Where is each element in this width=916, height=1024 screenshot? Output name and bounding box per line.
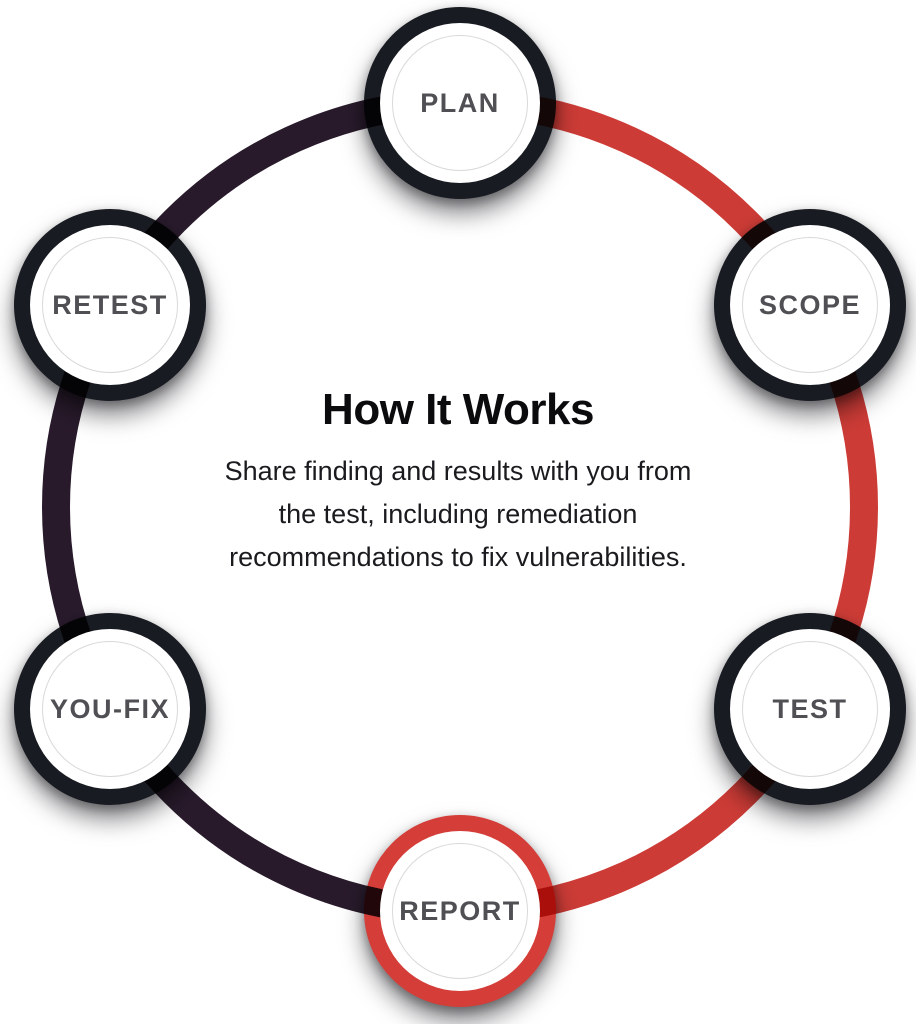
diagram-title: How It Works [322,385,594,434]
node-face: YOU-FIX [30,629,190,789]
step-label: PLAN [420,87,500,118]
subtitle-line: Share finding and results with you from [224,456,692,486]
step-label: REPORT [399,895,521,926]
center-text-block: How It Works Share finding and results w… [0,388,916,579]
node-face: PLAN [380,23,540,183]
step-node-test: TEST [714,613,906,805]
step-node-scope: SCOPE [714,209,906,401]
diagram-subtitle: Share finding and results with you from … [178,450,738,579]
subtitle-line: recommendations to fix vulnerabilities. [229,542,687,572]
node-face: TEST [730,629,890,789]
step-label: TEST [772,693,848,724]
step-node-youfix: YOU-FIX [14,613,206,805]
node-face: REPORT [380,831,540,991]
step-node-retest: RETEST [14,209,206,401]
step-label: RETEST [52,289,168,320]
step-label: YOU-FIX [49,693,170,724]
node-face: RETEST [30,225,190,385]
node-face: SCOPE [730,225,890,385]
step-node-report: REPORT [364,815,556,1007]
subtitle-line: the test, including remediation [278,499,638,529]
step-node-plan: PLAN [364,7,556,199]
step-label: SCOPE [758,289,862,320]
